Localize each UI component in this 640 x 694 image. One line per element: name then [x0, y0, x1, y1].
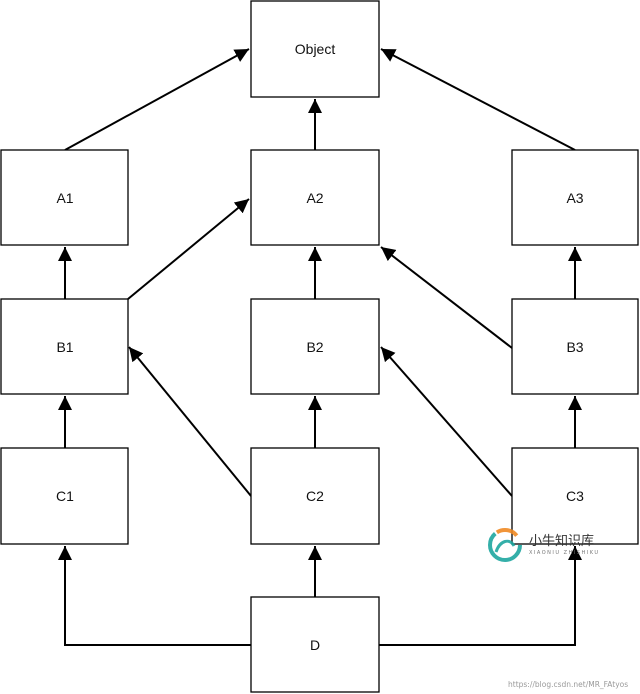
edge-b1-a2 [127, 198, 250, 300]
node-c3-label: C3 [566, 488, 584, 504]
edge-a3-object [380, 48, 576, 151]
node-d-label: D [310, 637, 320, 653]
node-b1-label: B1 [56, 339, 73, 355]
watermark-brand: 小牛知识库 [529, 533, 594, 549]
node-c1: C1 [0, 447, 129, 545]
edge-c3-b2 [380, 346, 513, 497]
node-a2-label: A2 [306, 190, 323, 206]
node-b2: B2 [250, 298, 380, 395]
node-c2-label: C2 [306, 488, 324, 504]
node-a1: A1 [0, 149, 129, 246]
node-b3: B3 [511, 298, 639, 395]
edge-c2-b1 [128, 346, 252, 497]
node-b3-label: B3 [566, 339, 583, 355]
node-b1: B1 [0, 298, 129, 395]
watermark-sub: XIAONIU ZHISHIKU [529, 550, 600, 556]
node-a2: A2 [250, 149, 380, 246]
watermark-url: https://blog.csdn.net/MR_FAtyos [508, 680, 628, 689]
edge-d-c3 [379, 546, 582, 646]
node-c2: C2 [250, 447, 380, 545]
node-object-label: Object [295, 41, 336, 57]
watermark-logo [488, 528, 522, 562]
edge-a1-object [64, 48, 250, 151]
edge-b3-a2 [380, 246, 513, 349]
node-c3: C3 [511, 447, 639, 545]
edge-d-c1 [58, 546, 251, 646]
node-a3-label: A3 [566, 190, 583, 206]
node-d: D [250, 596, 380, 693]
node-c1-label: C1 [56, 488, 74, 504]
node-object: Object [250, 0, 380, 98]
node-a3: A3 [511, 149, 639, 246]
node-a1-label: A1 [56, 190, 73, 206]
node-b2-label: B2 [306, 339, 323, 355]
